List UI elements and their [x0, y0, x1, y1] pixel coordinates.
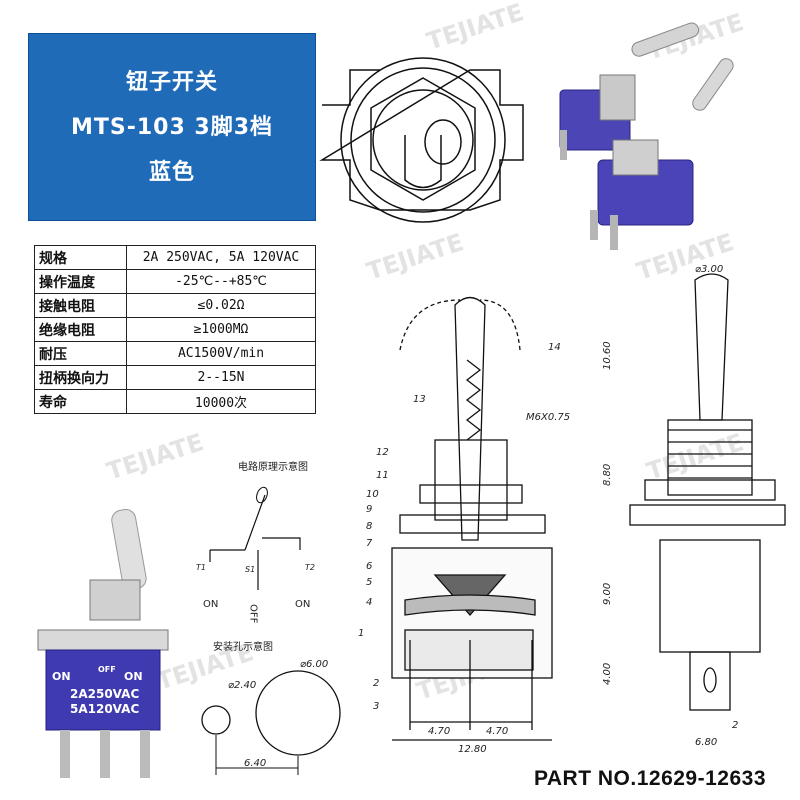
label-s1: S1 [245, 565, 255, 574]
circuit-on-left: ON [203, 599, 218, 610]
dim-thread-height: 8.80 [602, 464, 613, 486]
watermark-text: TEJIATE [363, 228, 467, 286]
label-t1: T1 [196, 563, 206, 572]
spec-value: 10000次 [126, 389, 316, 414]
dim-width: 6.80 [695, 737, 717, 748]
table-row: 接触电阻≤0.02Ω [34, 293, 316, 318]
spec-value: 2--15N [126, 365, 316, 390]
thread-spec: M6X0.75 [526, 412, 570, 423]
dim-body-height: 9.00 [602, 583, 613, 605]
label-t2: T2 [305, 563, 315, 572]
callout-13: 13 [413, 394, 426, 405]
watermark-text: TEJIATE [423, 0, 527, 56]
callout-1: 1 [358, 628, 364, 639]
callout-3: 3 [373, 701, 379, 712]
watermark-text: TEJIATE [633, 228, 737, 286]
section-callouts: 1 2 3 4 5 6 7 8 9 10 11 12 13 14 M6X0.75… [358, 342, 570, 755]
callout-10: 10 [366, 489, 379, 500]
dim-total: 12.80 [458, 744, 487, 755]
spec-value: ≤0.02Ω [126, 293, 316, 318]
circuit-title: 电路原理示意图 [238, 460, 308, 473]
print-rating-1: 2A250VAC [70, 687, 139, 701]
dim-right: 4.70 [486, 726, 508, 737]
print-rating-2: 5A120VAC [70, 702, 139, 716]
callout-7: 7 [366, 538, 373, 549]
dim-pin-width: 2 [732, 720, 738, 731]
mount-hole-diagram: 安装孔示意图 ⌀2.40 ⌀6.00 6.40 [201, 640, 341, 775]
callout-8: 8 [366, 521, 372, 532]
callout-14: 14 [548, 342, 561, 353]
print-on-right: ON [124, 670, 143, 683]
spec-label: 寿命 [34, 389, 127, 414]
side-view-drawing [629, 273, 786, 711]
mount-title: 安装孔示意图 [213, 640, 273, 653]
callout-9: 9 [366, 504, 372, 515]
mount-small-hole: ⌀2.40 [228, 680, 256, 691]
circuit-off: OFF [248, 604, 259, 624]
mount-big-hole: ⌀6.00 [300, 659, 328, 670]
dim-lever-dia: ⌀3.00 [695, 264, 723, 275]
banner-title: 钮子开关 [125, 69, 218, 95]
print-on-left: ON [52, 670, 71, 683]
banner-color: 蓝色 [148, 159, 195, 185]
side-dimensions: ⌀3.00 10.60 8.80 9.00 4.00 2 6.80 [602, 264, 738, 748]
callout-5: 5 [366, 577, 372, 588]
callout-11: 11 [376, 470, 389, 481]
product-photo [559, 22, 734, 250]
mount-spacing: 6.40 [244, 758, 266, 769]
callout-6: 6 [366, 561, 372, 572]
banner-model: MTS-103 3脚3档 [70, 114, 274, 140]
watermark-text: TEJIATE [103, 428, 207, 486]
dim-lever-height: 10.60 [602, 341, 613, 370]
circuit-diagram: 电路原理示意图 T1 S1 T2 ON OFF ON [196, 460, 315, 624]
dim-left: 4.70 [428, 726, 450, 737]
top-view-drawing [319, 57, 524, 223]
dim-pin-height: 4.00 [602, 663, 613, 685]
callout-12: 12 [376, 447, 389, 458]
spec-label: 耐压 [34, 341, 127, 366]
section-drawing [391, 296, 553, 741]
spec-label: 扭柄换向力 [34, 365, 127, 390]
part-number: PART NO.12629-12633 [533, 767, 766, 790]
circuit-on-right: ON [295, 599, 310, 610]
callout-4: 4 [366, 597, 372, 608]
watermark-text: TEJIATE [643, 428, 747, 486]
title-banner: 钮子开关 MTS-103 3脚3档 蓝色 [28, 33, 316, 221]
product-side-photo: ON OFF ON 2A250VAC 5A120VAC [37, 509, 169, 778]
callout-2: 2 [373, 678, 379, 689]
print-off: OFF [98, 665, 116, 674]
spec-label: 绝缘电阻 [34, 317, 127, 342]
